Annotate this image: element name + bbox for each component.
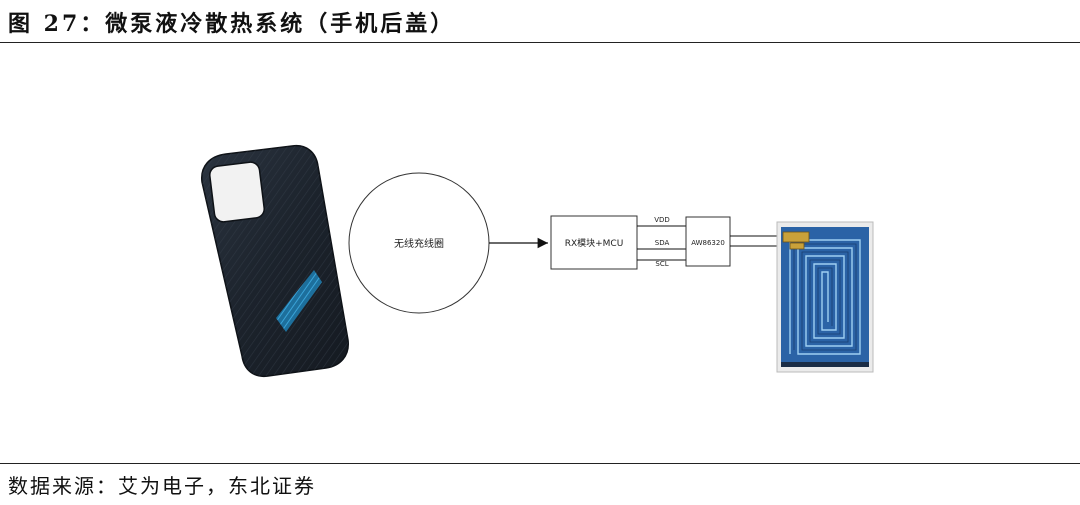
microp-pump-cooling-diagram: 无线充线圈 RX模块+MCU VDD SDA SCL AW86320 xyxy=(201,144,874,378)
module-label: RX模块+MCU xyxy=(565,237,624,249)
signal-sda-label: SDA xyxy=(655,239,670,247)
coil-label: 无线充线圈 xyxy=(394,237,444,250)
phone-back-cover-image xyxy=(201,144,349,378)
wireless-charging-coil-node: 无线充线圈 xyxy=(348,172,490,314)
micro-pump-cooling-plate-image xyxy=(776,221,874,373)
signal-scl-label: SCL xyxy=(655,260,668,268)
figure-title: 图 27：微泵液冷散热系统（手机后盖） xyxy=(8,11,456,37)
source-note: 数据来源：艾为电子，东北证券 xyxy=(8,474,316,498)
top-rule xyxy=(0,42,1080,43)
rx-mcu-module-box: RX模块+MCU xyxy=(550,215,638,270)
signal-bus: VDD SDA SCL xyxy=(637,216,686,268)
aw86320-chip-box: AW86320 xyxy=(685,216,731,267)
chip-label: AW86320 xyxy=(691,239,725,247)
signal-vdd-label: VDD xyxy=(654,216,670,224)
bottom-rule xyxy=(0,463,1080,464)
figure-title-bar: 图 27：微泵液冷散热系统（手机后盖） xyxy=(0,0,1080,44)
